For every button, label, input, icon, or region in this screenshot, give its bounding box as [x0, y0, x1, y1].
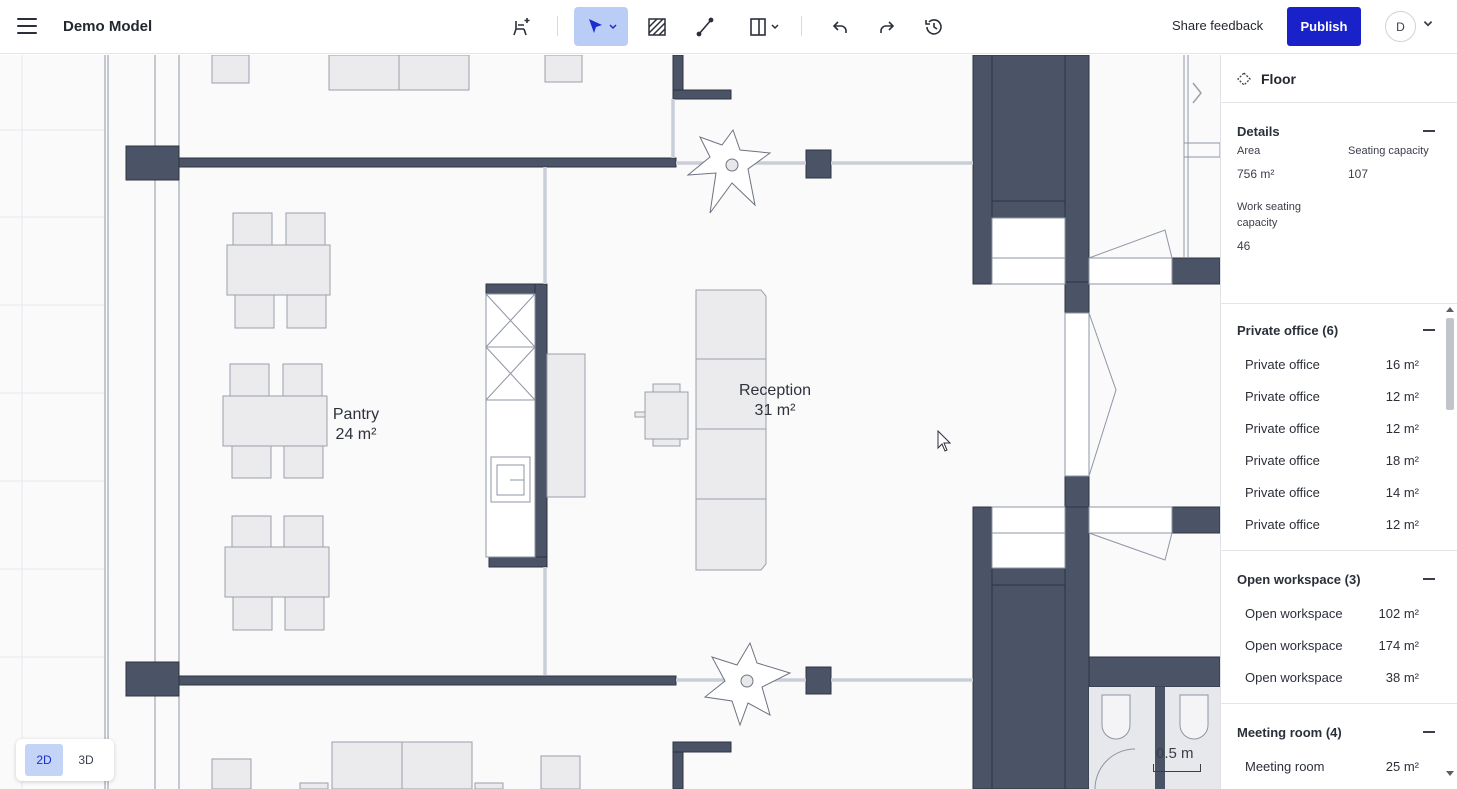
wall-door-button[interactable]	[742, 7, 786, 46]
scale-label: 0.5 m	[1156, 745, 1194, 762]
view-3d-button[interactable]: 3D	[78, 753, 94, 767]
select-tool-button[interactable]	[574, 7, 628, 46]
undo-button[interactable]	[823, 7, 857, 46]
hamburger-menu-icon[interactable]	[14, 13, 40, 39]
panel-title: Floor	[1261, 70, 1296, 87]
chevron-down-icon[interactable]	[1422, 18, 1434, 30]
select-icon	[589, 18, 602, 33]
view-2d-button[interactable]: 2D	[25, 744, 63, 776]
undo-icon	[832, 20, 847, 33]
floor-plan-canvas[interactable]: Pantry 24 m² Reception 31 m² 2D 3D 0.5 m	[0, 55, 1220, 789]
panel-header: Floor	[1221, 55, 1457, 103]
section-heading: Private office (6)	[1237, 322, 1339, 338]
work-seating-label: Work seating capacity	[1237, 201, 1301, 229]
seating-value: 107	[1348, 167, 1369, 181]
share-feedback-link[interactable]: Share feedback	[1172, 18, 1264, 33]
add-furniture-button[interactable]	[503, 7, 539, 46]
chevron-down-icon	[771, 23, 779, 29]
history-icon	[925, 18, 942, 35]
area-value: 756 m²	[1237, 167, 1275, 181]
area-label: Area	[1237, 145, 1261, 157]
draw-line-icon	[696, 17, 714, 36]
room-area: 24 m²	[335, 426, 377, 443]
properties-panel: Floor Details Area 756 m² Seating capaci…	[1220, 55, 1457, 789]
details-heading: Details	[1237, 123, 1280, 139]
room-label-pantry[interactable]: Pantry 24 m²	[320, 405, 392, 445]
room-name: Pantry	[332, 406, 380, 423]
collapse-icon[interactable]	[1423, 125, 1435, 137]
hatch-area-icon	[648, 17, 666, 36]
top-bar: Demo Model	[0, 0, 1457, 54]
collapse-icon[interactable]	[1423, 726, 1435, 738]
scale-bar: 0.5 m	[1153, 745, 1203, 775]
avatar[interactable]: D	[1385, 11, 1416, 42]
publish-button[interactable]: Publish	[1287, 7, 1361, 46]
history-button[interactable]	[917, 7, 951, 46]
model-title: Demo Model	[63, 18, 153, 35]
section-heading: Open workspace (3)	[1237, 571, 1361, 587]
scroll-down-icon[interactable]	[1446, 771, 1454, 777]
wall-door-icon	[750, 17, 766, 36]
seating-label: Seating capacity	[1348, 145, 1429, 157]
scrollbar-thumb[interactable]	[1446, 318, 1454, 410]
section-heading: Meeting room (4)	[1237, 724, 1342, 740]
hatch-area-button[interactable]	[640, 7, 674, 46]
room-label-reception[interactable]: Reception 31 m²	[730, 381, 820, 421]
add-furniture-icon	[513, 17, 530, 35]
draw-line-button[interactable]	[688, 7, 722, 46]
chevron-down-icon	[609, 23, 617, 29]
floor-plan	[0, 55, 1220, 789]
mouse-cursor-icon	[937, 430, 951, 452]
room-name: Reception	[738, 382, 812, 399]
collapse-icon[interactable]	[1423, 573, 1435, 585]
scroll-up-icon[interactable]	[1446, 306, 1454, 312]
floor-icon	[1237, 71, 1251, 86]
redo-icon	[880, 20, 895, 33]
room-area: 31 m²	[754, 402, 796, 419]
view-mode-toggle: 2D 3D	[16, 739, 114, 781]
redo-button[interactable]	[870, 7, 904, 46]
collapse-icon[interactable]	[1423, 324, 1435, 336]
plant-icon	[686, 128, 772, 214]
work-seating-value: 46	[1237, 239, 1251, 253]
details-section: Details Area 756 m² Seating capacity 107…	[1221, 119, 1457, 304]
